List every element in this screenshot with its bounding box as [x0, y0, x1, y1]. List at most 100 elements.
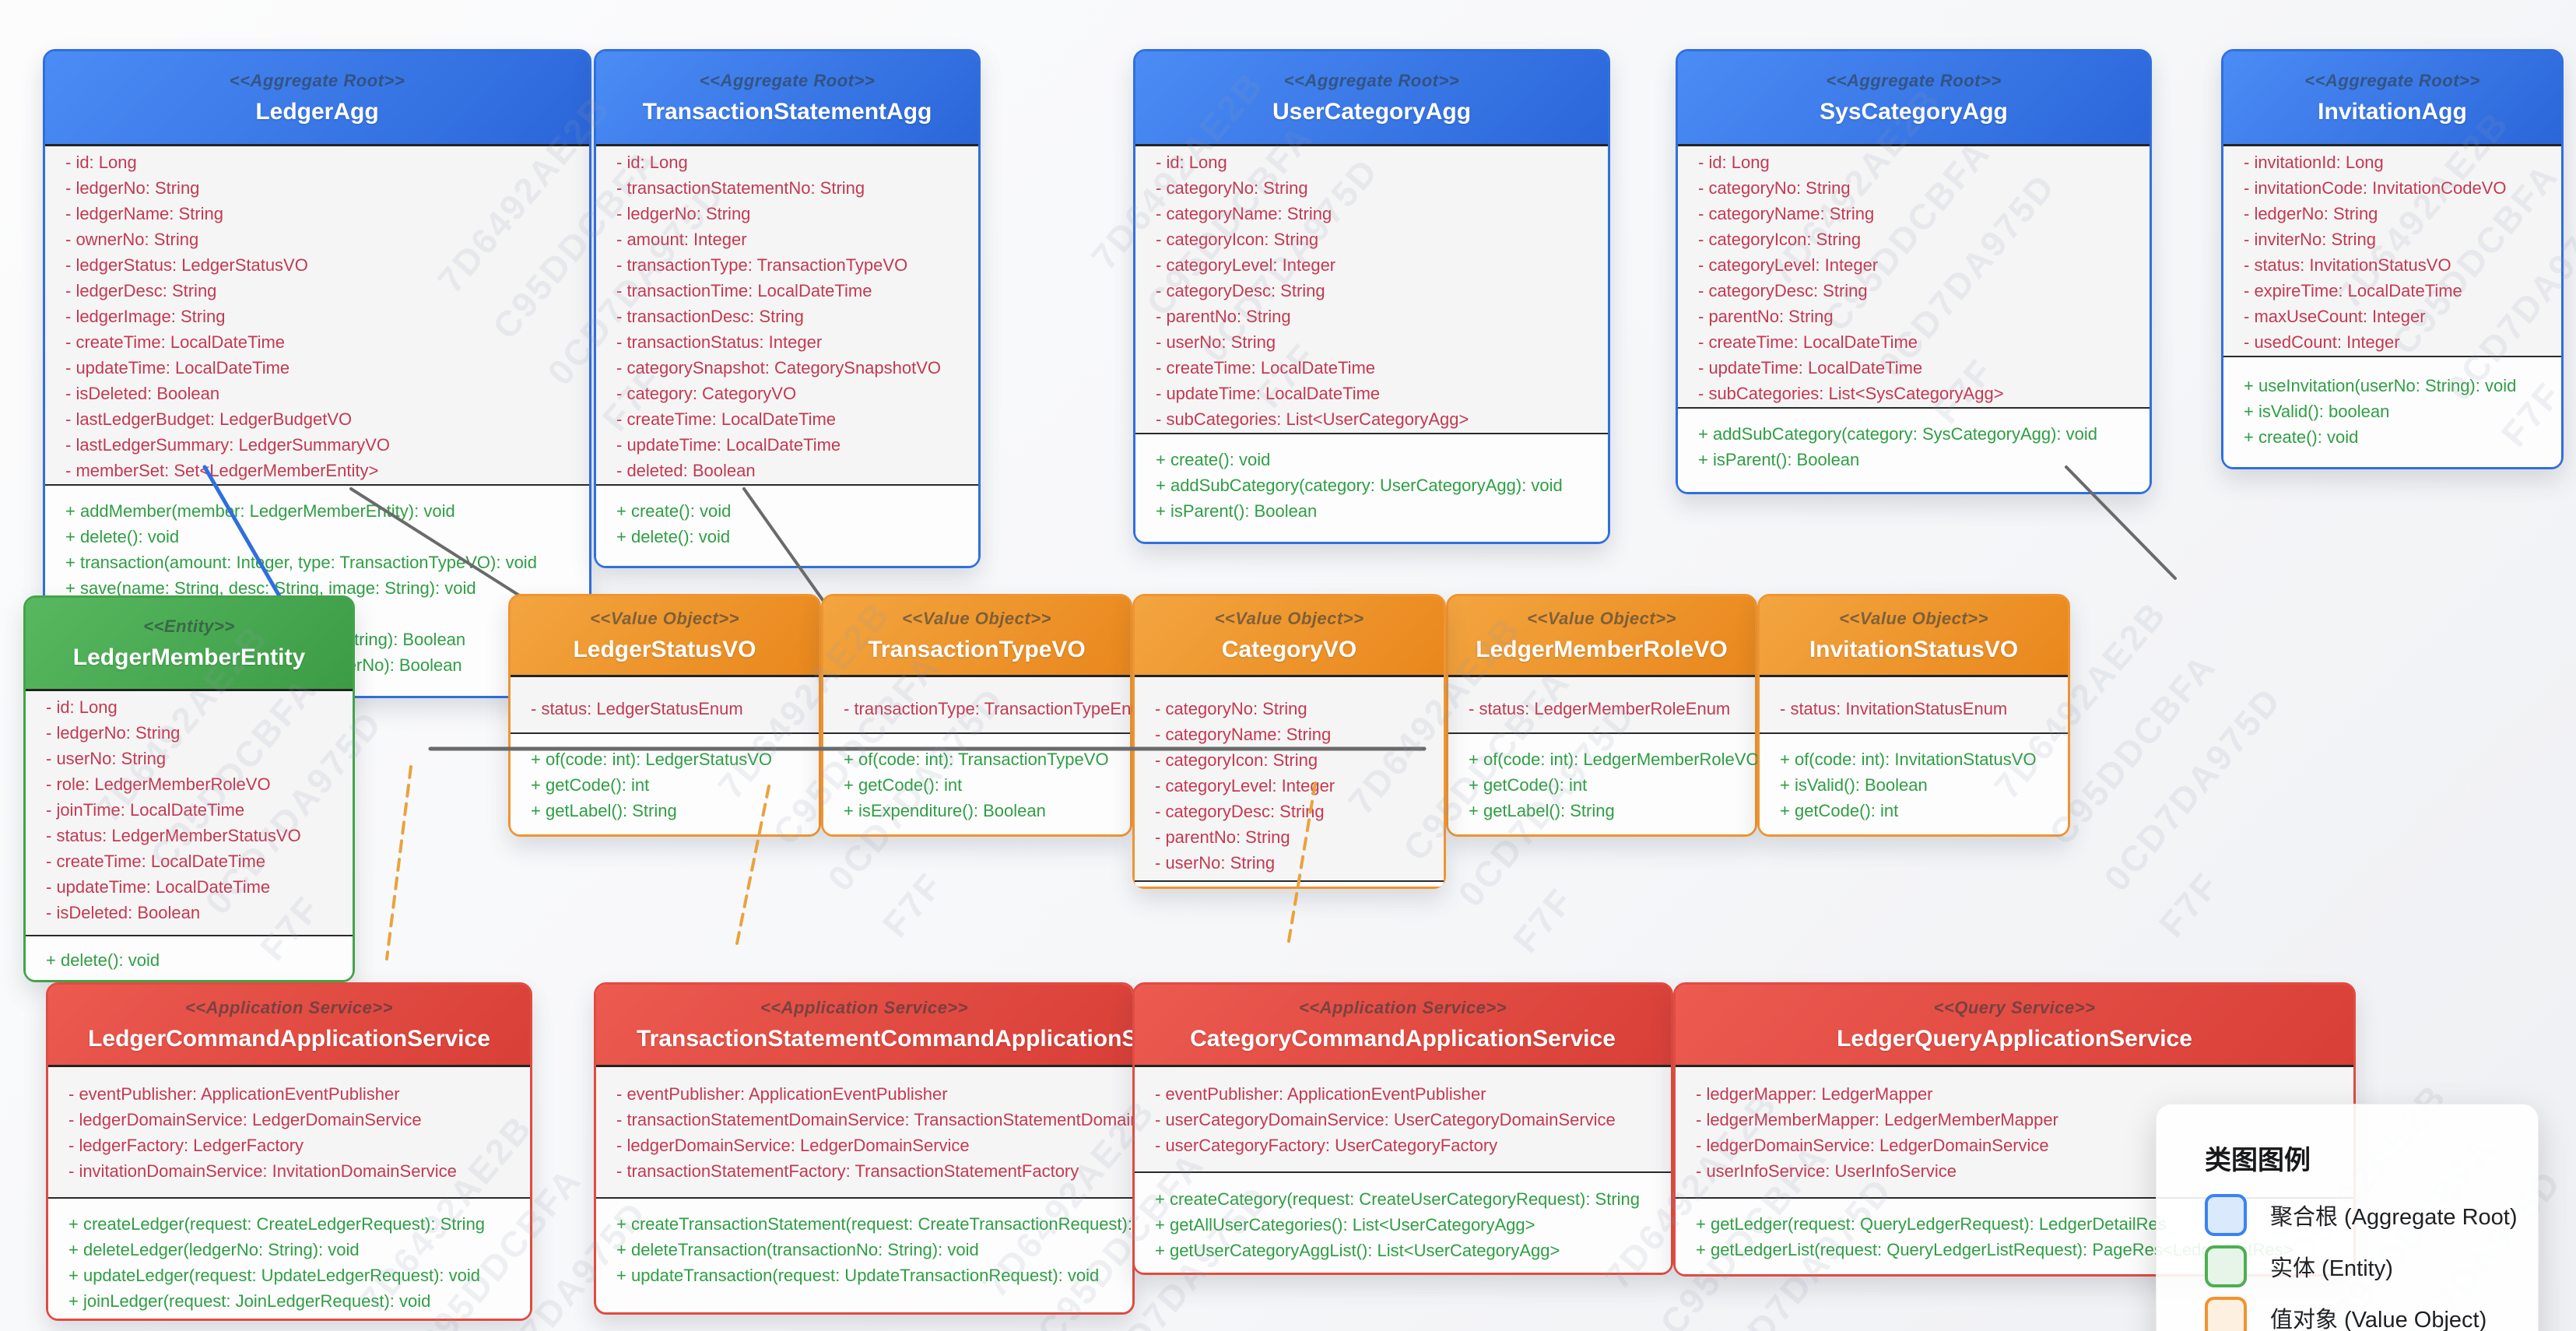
stereotype-label: <<Value Object>>	[1214, 608, 1364, 628]
attribute-line: - role: LedgerMemberRoleVO	[46, 774, 271, 794]
class-header: <<Value Object>> TransactionTypeVO	[823, 596, 1130, 677]
class-header: <<Value Object>> InvitationStatusVO	[1760, 596, 2068, 677]
stereotype-label: <<Application Service>>	[184, 997, 394, 1017]
legend-label: 聚合根 (Aggregate Root)	[2270, 1205, 2518, 1230]
class-transaction-type-vo[interactable]: <<Value Object>> TransactionTypeVO - tra…	[821, 594, 1155, 837]
attribute-line: - status: LedgerStatusEnum	[531, 699, 743, 718]
attribute-line: - ledgerStatus: LedgerStatusVO	[65, 255, 308, 275]
class-ledger-member-entity[interactable]: <<Entity>> LedgerMemberEntity - id: Long…	[23, 595, 355, 982]
attribute-line: - ledgerDomainService: LedgerDomainServi…	[68, 1110, 422, 1129]
attribute-line: - ledgerNo: String	[2244, 204, 2378, 223]
methods-section: + createCategory(request: CreateUserCate…	[1135, 1173, 1671, 1273]
class-header: <<Aggregate Root>> InvitationAgg	[2223, 51, 2561, 146]
method-line: + updateLedger(request: UpdateLedgerRequ…	[68, 1266, 480, 1285]
attribute-line: - memberSet: Set<LedgerMemberEntity>	[65, 461, 379, 480]
attribute-line: - categorySnapshot: CategorySnapshotVO	[616, 358, 942, 378]
attribute-line: - ledgerMemberMapper: LedgerMemberMapper	[1696, 1110, 2058, 1129]
attribute-line: - ledgerNo: String	[65, 178, 200, 198]
stereotype-label: <<Value Object>>	[1839, 608, 1988, 628]
stereotype-label: <<Aggregate Root>>	[2304, 70, 2480, 90]
class-ledger-status-vo[interactable]: <<Value Object>> LedgerStatusVO - status…	[508, 594, 821, 837]
class-user-category-agg[interactable]: <<Aggregate Root>> UserCategoryAgg - id:…	[1133, 49, 1610, 544]
attribute-line: - categoryName: String	[1155, 725, 1332, 744]
attribute-line: - usedCount: Integer	[2244, 332, 2400, 352]
method-line: + of(code: int): TransactionTypeVO	[844, 750, 1109, 769]
method-line: + isValid(): boolean	[2244, 402, 2390, 421]
legend-title: 类图图例	[2205, 1146, 2311, 1175]
attribute-line: - status: LedgerMemberRoleEnum	[1469, 699, 1731, 718]
attributes-section: - eventPublisher: ApplicationEventPublis…	[1135, 1067, 1671, 1173]
method-line: + getLedger(request: QueryLedgerRequest)…	[1696, 1214, 2167, 1234]
watermark-line: F7F	[2150, 864, 2227, 945]
attribute-line: - ledgerImage: String	[65, 307, 226, 326]
class-title: InvitationStatusVO	[1809, 636, 2019, 662]
method-line: + of(code: int): LedgerMemberRoleVO	[1469, 750, 1760, 769]
method-line: + getCode(): int	[1469, 775, 1588, 795]
class-ledger-member-role-vo[interactable]: <<Value Object>> LedgerMemberRoleVO - st…	[1446, 594, 1760, 837]
attribute-line: - createTime: LocalDateTime	[616, 409, 837, 429]
stereotype-label: <<Aggregate Root>>	[229, 70, 405, 90]
class-invitation-status-vo[interactable]: <<Value Object>> InvitationStatusVO - st…	[1757, 594, 2070, 837]
attribute-line: - eventPublisher: ApplicationEventPublis…	[1155, 1084, 1486, 1104]
attribute-line: - categoryNo: String	[1156, 178, 1308, 198]
attribute-line: - invitationDomainService: InvitationDom…	[68, 1161, 457, 1181]
stereotype-label: <<Entity>>	[143, 616, 235, 636]
value-object-swatch-icon	[2205, 1297, 2247, 1331]
methods-section: + of(code: int): InvitationStatusVO+ isV…	[1760, 734, 2068, 834]
method-line: + isValid(): Boolean	[1780, 775, 1928, 795]
attribute-line: - parentNo: String	[1698, 307, 1834, 326]
class-header: <<Entity>> LedgerMemberEntity	[26, 598, 353, 691]
class-header: <<Application Service>> LedgerCommandApp…	[48, 985, 530, 1067]
attribute-line: - transactionStatementDomainService: Tra…	[616, 1110, 1132, 1129]
class-category-command-application-service[interactable]: <<Application Service>> CategoryCommandA…	[1132, 982, 1673, 1275]
dependency-line-memberentity	[385, 765, 412, 960]
attribute-line: - userInfoService: UserInfoService	[1696, 1161, 1957, 1181]
attribute-line: - ledgerMapper: LedgerMapper	[1696, 1084, 1933, 1104]
class-transaction-statement-command-application-service[interactable]: <<Application Service>> TransactionState…	[594, 982, 1135, 1315]
stereotype-label: <<Value Object>>	[590, 608, 739, 628]
method-line: + create(): void	[1156, 450, 1271, 469]
class-title: CategoryCommandApplicationService	[1190, 1025, 1616, 1052]
attribute-line: - ledgerName: String	[65, 204, 223, 223]
attribute-line: - ledgerNo: String	[46, 723, 181, 743]
attribute-line: - expireTime: LocalDateTime	[2244, 281, 2462, 300]
class-transaction-statement-agg[interactable]: <<Aggregate Root>> TransactionStatementA…	[594, 49, 981, 568]
attribute-line: - parentNo: String	[1155, 827, 1290, 847]
attribute-line: - id: Long	[1156, 153, 1227, 172]
method-line: + createLedger(request: CreateLedgerRequ…	[68, 1214, 486, 1234]
attribute-line: - eventPublisher: ApplicationEventPublis…	[616, 1084, 948, 1104]
attributes-section: - id: Long - categoryNo: String - category…	[1135, 146, 1608, 434]
attribute-line: - categoryName: String	[1698, 204, 1875, 223]
attribute-line: - transactionDesc: String	[616, 307, 804, 326]
attributes-section: - id: Long- categoryNo: String- category…	[1678, 146, 2150, 409]
attribute-line: - categoryLevel: Integer	[1698, 255, 1879, 275]
method-line: + transaction(amount: Integer, type: Tra…	[65, 553, 537, 572]
stereotype-label: <<Aggregate Root>>	[1283, 70, 1460, 90]
method-line: + getLabel(): String	[531, 801, 677, 820]
class-title: UserCategoryAgg	[1272, 98, 1472, 125]
attribute-line: - categoryLevel: Integer	[1155, 776, 1335, 795]
attribute-line: - categoryName: String	[1156, 204, 1332, 223]
class-title: LedgerMemberRoleVO	[1476, 636, 1728, 662]
method-line: + joinLedger(request: JoinLedgerRequest)…	[68, 1291, 431, 1311]
attribute-line: - updateTime: LocalDateTime	[1698, 358, 1923, 378]
class-ledger-command-application-service[interactable]: <<Application Service>> LedgerCommandApp…	[46, 982, 532, 1321]
stereotype-label: <<Application Service>>	[760, 997, 969, 1017]
class-header: <<Application Service>> CategoryCommandA…	[1135, 985, 1671, 1067]
class-category-vo[interactable]: <<Value Object>> CategoryVO - categoryNo…	[1132, 594, 1446, 889]
attribute-line: - lastLedgerSummary: LedgerSummaryVO	[65, 435, 390, 455]
stereotype-label: <<Query Service>>	[1933, 997, 2096, 1017]
method-line: + deleteTransaction(transactionNo: Strin…	[616, 1240, 979, 1259]
stereotype-label: <<Value Object>>	[1527, 608, 1676, 628]
class-title: TransactionTypeVO	[868, 636, 1086, 662]
legend-panel: 类图图例 聚合根 (Aggregate Root) 实体 (Entity) 值对…	[2156, 1104, 2539, 1331]
class-invitation-agg[interactable]: <<Aggregate Root>> InvitationAgg - invit…	[2221, 49, 2564, 469]
attribute-line: - categoryIcon: String	[1155, 750, 1318, 770]
class-title: LedgerMemberEntity	[72, 644, 306, 670]
attribute-line: - createTime: LocalDateTime	[46, 852, 266, 871]
attribute-line: - userNo: String	[46, 749, 167, 768]
class-sys-category-agg[interactable]: <<Aggregate Root>> SysCategoryAgg - id: …	[1676, 49, 2152, 494]
attribute-line: - createTime: LocalDateTime	[1698, 332, 1918, 352]
attribute-line: - isDeleted: Boolean	[46, 903, 201, 922]
